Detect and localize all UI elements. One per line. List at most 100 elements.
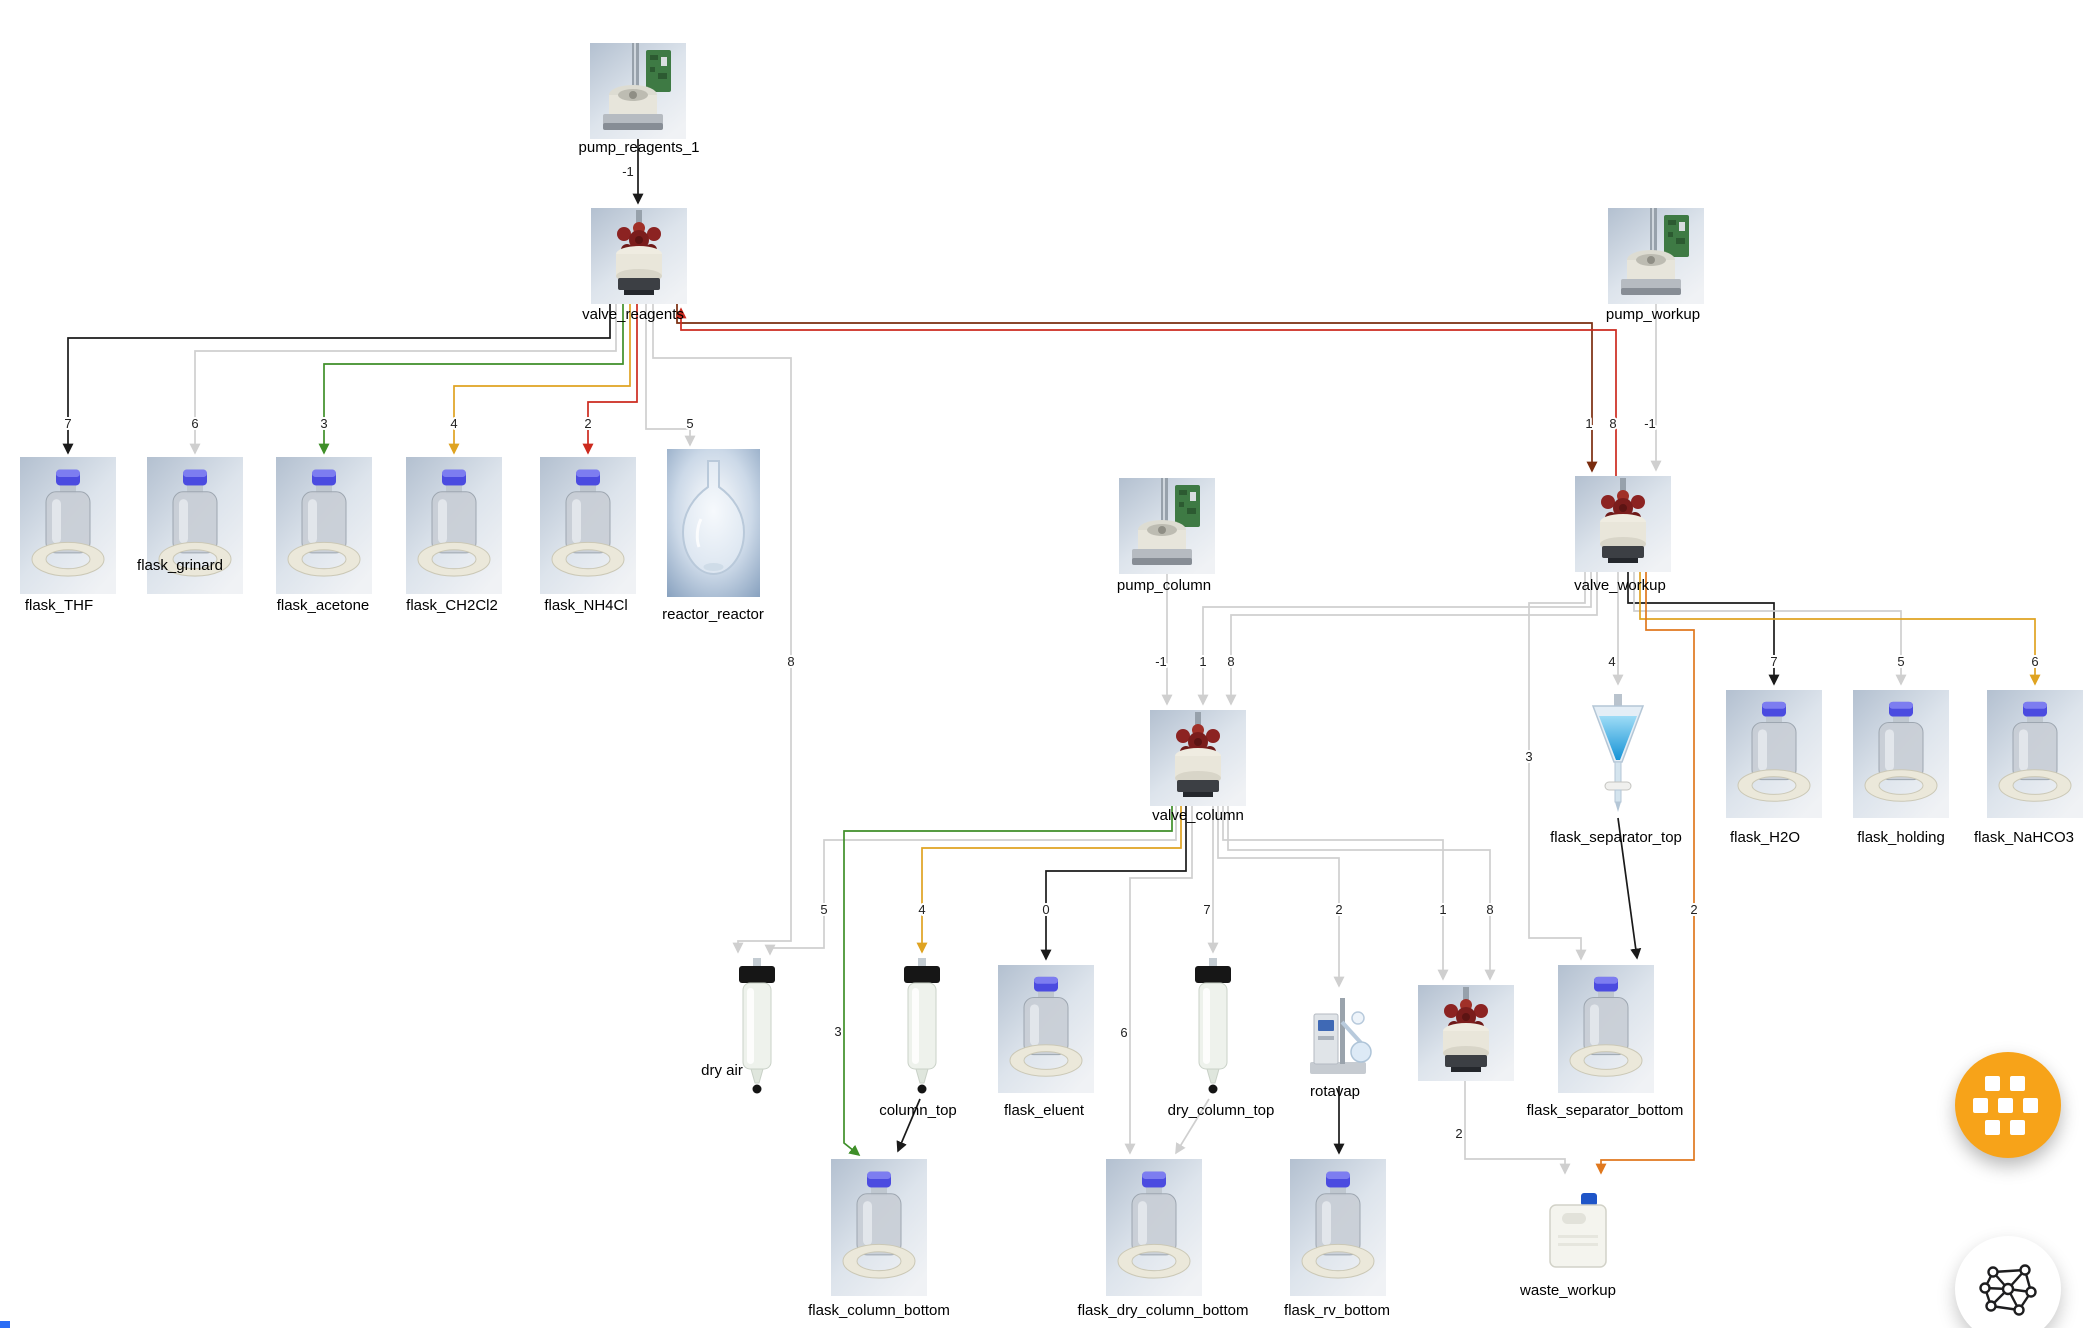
edge-label: -1 (622, 164, 634, 179)
edge-valve_column-flask_column_bottom (843, 806, 1173, 1157)
valve-icon (1418, 985, 1514, 1081)
node-pump_workup[interactable] (1608, 208, 1704, 304)
node-label: flask_rv_bottom (1284, 1302, 1390, 1319)
edge-label: 2 (1335, 902, 1342, 917)
edge-label: 5 (686, 416, 693, 431)
edge-label: 6 (2031, 654, 2038, 669)
node-label: flask_NaHCO3 (1973, 829, 2075, 846)
node-label: rotavap (1309, 1083, 1361, 1100)
flask-icon (20, 457, 116, 594)
flask-icon (1853, 690, 1949, 818)
edge-label: 8 (1486, 902, 1493, 917)
edge-valve_workup-flask_NaHCO3 (1639, 572, 2041, 686)
edge-label: 8 (787, 654, 794, 669)
column-icon (1186, 958, 1240, 1099)
node-valve_unlabeled[interactable] (1418, 985, 1514, 1081)
node-flask_CH2Cl2[interactable] (406, 457, 502, 594)
node-flask_NaHCO3[interactable] (1987, 690, 2083, 818)
node-waste_workup[interactable] (1548, 1179, 1608, 1279)
node-flask_separator_bottom[interactable] (1558, 965, 1654, 1093)
edge-valve_column-valve_unlabeled-8 (1227, 806, 1496, 981)
edge-label: 7 (64, 416, 71, 431)
edge-label: 5 (1897, 654, 1904, 669)
edge-label: 7 (1770, 654, 1777, 669)
node-flask_eluent[interactable] (998, 965, 1094, 1093)
edge-column_top-flask_column_bottom (896, 1098, 921, 1153)
edge-valve_workup-flask_holding (1633, 572, 1907, 686)
node-label: flask_dry_column_bottom (1077, 1302, 1249, 1319)
node-label: flask_CH2Cl2 (406, 597, 498, 614)
edge-label: -1 (1155, 654, 1167, 669)
edge-valve_reagents-flask_NH4Cl (582, 304, 638, 455)
flask-icon (831, 1159, 927, 1296)
pump-icon (1119, 478, 1215, 574)
node-label: dry_column_top (1167, 1102, 1275, 1119)
edge-label: 1 (1199, 654, 1206, 669)
node-flask_separator_top[interactable] (1581, 690, 1655, 818)
node-reactor_reactor[interactable] (667, 449, 760, 597)
node-label: flask_H2O (1729, 829, 1801, 846)
edge-valve_column-dry_air (764, 806, 1177, 956)
reactor-icon (667, 449, 760, 597)
node-flask_THF[interactable] (20, 457, 116, 594)
edge-valve_workup-flask_H2O (1627, 572, 1780, 686)
node-pump_column[interactable] (1119, 478, 1215, 574)
valve-icon (591, 208, 687, 304)
node-flask_rv_bottom[interactable] (1290, 1159, 1386, 1296)
node-valve_reagents[interactable] (591, 208, 687, 304)
node-flask_column_bottom[interactable] (831, 1159, 927, 1296)
node-label: reactor_reactor (662, 606, 764, 623)
node-flask_dry_column_bottom[interactable] (1106, 1159, 1202, 1296)
edge-label: 3 (834, 1024, 841, 1039)
edge-valve_workup-valve_column-8 (1225, 572, 1598, 706)
edge-label: 4 (450, 416, 457, 431)
node-rotavap[interactable] (1306, 992, 1373, 1086)
ai-assistant-fab-button[interactable] (1955, 1236, 2061, 1328)
edge-label: 8 (1609, 416, 1616, 431)
flask-icon (1290, 1159, 1386, 1296)
edge-label: 1 (1439, 902, 1446, 917)
edge-label: -1 (1644, 416, 1656, 431)
edge-valve_unlabeled-waste_workup (1464, 1081, 1571, 1175)
edge-valve_reagents-flask_THF (62, 304, 611, 455)
edge-valve_column-rotavap (1217, 806, 1345, 988)
edge-label: 2 (1455, 1126, 1462, 1141)
flask-icon (406, 457, 502, 594)
pump-icon (1608, 208, 1704, 304)
edge-valve_column-flask_eluent (1040, 806, 1187, 961)
edge-label: 2 (1690, 902, 1697, 917)
node-label: pump_workup (1605, 306, 1701, 323)
edge-label: 8 (1227, 654, 1234, 669)
edge-dry_column_top-flask_dry_column_bottom (1175, 1098, 1210, 1155)
edge-valve_workup-valve_column-1 (1197, 572, 1592, 706)
apps-fab-button[interactable] (1955, 1052, 2061, 1158)
node-label: flask_holding (1857, 829, 1945, 846)
edge-valve_reagents-flask_CH2Cl2 (448, 304, 631, 455)
node-label: flask_grinard (137, 557, 223, 574)
edge-label: 2 (584, 416, 591, 431)
node-pump_reagents_1[interactable] (590, 43, 686, 139)
edge-label: 4 (918, 902, 925, 917)
node-dry_column_top[interactable] (1186, 958, 1240, 1099)
jerrycan-icon (1548, 1179, 1608, 1279)
node-flask_H2O[interactable] (1726, 690, 1822, 818)
edge-valve_column-column_top (916, 806, 1182, 954)
brain-network-icon (1979, 1264, 2037, 1316)
edge-valve_reagents-valve_workup (676, 304, 1598, 473)
edge-label: 1 (1585, 416, 1592, 431)
node-label: pump_reagents_1 (578, 139, 700, 156)
valve-icon (1575, 476, 1671, 572)
edge-valve_workup-valve_reagents (675, 307, 1617, 476)
edge-label: 0 (1042, 902, 1049, 917)
node-flask_holding[interactable] (1853, 690, 1949, 818)
edge-label: 4 (1608, 654, 1615, 669)
column-icon (895, 958, 949, 1099)
node-valve_column[interactable] (1150, 710, 1246, 806)
node-column_top[interactable] (895, 958, 949, 1099)
node-valve_workup[interactable] (1575, 476, 1671, 572)
node-flask_acetone[interactable] (276, 457, 372, 594)
node-flask_NH4Cl[interactable] (540, 457, 636, 594)
flask-icon (1987, 690, 2083, 818)
